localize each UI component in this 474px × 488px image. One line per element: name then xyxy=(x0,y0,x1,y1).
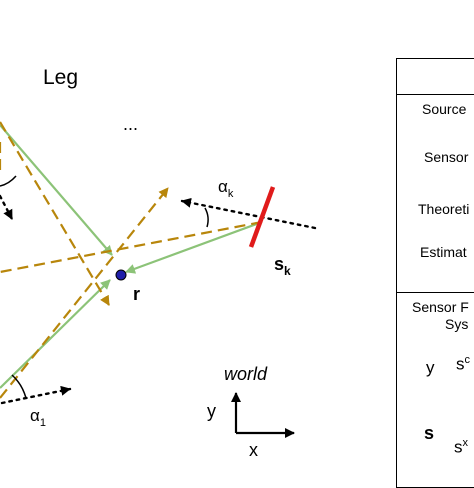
legend-source-label: Source xyxy=(422,101,467,117)
estimated-ray-sensor-k xyxy=(0,220,263,274)
world-x-label: x xyxy=(249,440,258,460)
left-partial-angle-arc xyxy=(0,175,17,187)
left-partial-dotted-axis xyxy=(0,194,14,221)
legend-frame-y-label: y xyxy=(426,358,435,377)
legend-frame-label-line1: Sensor F xyxy=(412,299,469,315)
legend-box xyxy=(396,58,474,488)
theoretical-ray-sensor-1 xyxy=(0,279,111,389)
alpha-1-label: α1 xyxy=(30,406,46,429)
estimated-ray-diagonal-up xyxy=(0,187,169,399)
sensor-1-axis xyxy=(0,374,72,405)
legend-sensor-label: Sensor xyxy=(424,149,469,165)
world-y-label: y xyxy=(207,401,216,421)
sensor-k-label: sk xyxy=(274,254,291,278)
sensor-k-red-bar xyxy=(248,186,276,248)
left-partial-sensor xyxy=(0,175,17,221)
world-label: world xyxy=(224,364,268,384)
alpha-k-label: αk xyxy=(218,177,234,200)
legend-title: Leg xyxy=(43,66,79,89)
estimated-rays xyxy=(0,121,263,399)
receiver-label: r xyxy=(133,284,140,304)
legend-frame-s-label: s xyxy=(424,423,435,443)
sensor-1-dotted-axis xyxy=(0,385,72,405)
theoretical-ray-top-left xyxy=(0,124,113,256)
alpha-1-angle-arc xyxy=(11,374,27,399)
legend-theoretical-label: Theoreti xyxy=(418,201,470,217)
legend-frame-divider xyxy=(396,292,474,293)
sensor-k-dotted-axis xyxy=(180,197,317,230)
legend-estimated-label: Estimat xyxy=(420,244,467,260)
alpha-k-angle-arc xyxy=(204,207,209,228)
legend-frame-label-line2: Sys xyxy=(445,316,469,332)
legend-frame-sx-label: sx xyxy=(454,437,468,457)
receiver-point xyxy=(115,269,127,281)
theoretical-rays xyxy=(0,124,263,389)
legend-frame-sc-label: sc xyxy=(456,354,470,374)
estimated-ray-long-down xyxy=(0,121,110,306)
sensor-k-axis xyxy=(180,186,317,248)
ellipsis: ... xyxy=(123,114,138,134)
world-frame: world y x xyxy=(207,364,295,460)
legend-title-divider xyxy=(396,94,474,95)
theoretical-ray-sensor-k xyxy=(125,220,263,274)
